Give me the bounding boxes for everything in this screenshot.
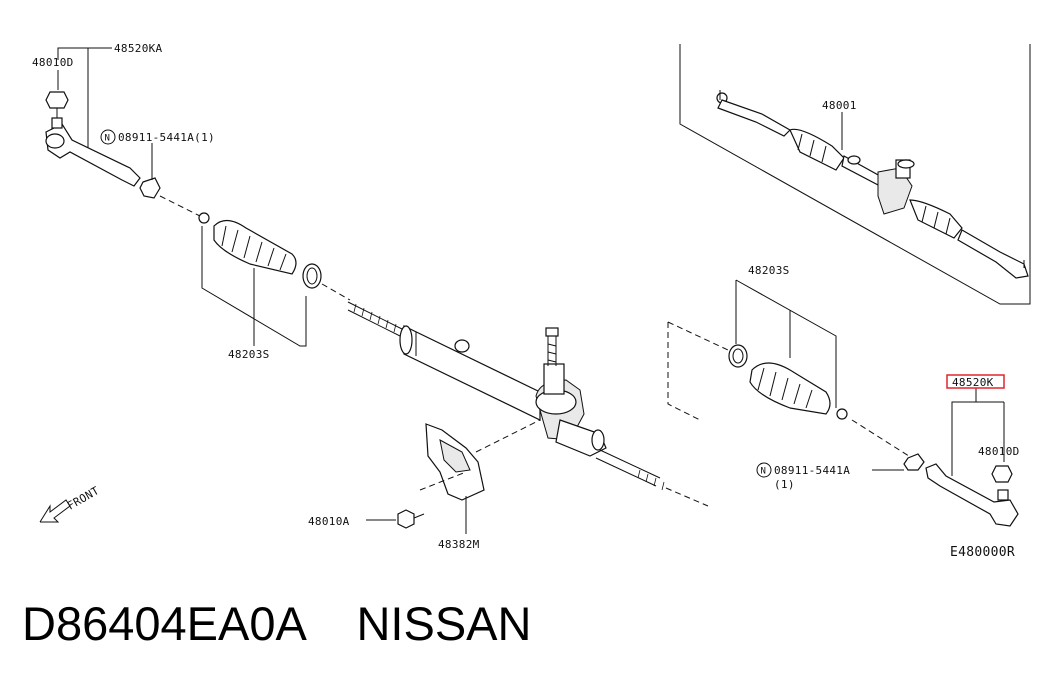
right-boot [667, 279, 848, 421]
label-48520ka: 48520KA [114, 42, 163, 55]
circled-n-right: N [761, 467, 767, 477]
highlight-box-48520k [946, 374, 1005, 389]
right-tie-rod-end [756, 388, 1019, 527]
steering-gear-assy [716, 90, 1029, 279]
label-48010d-left: 48010D [32, 56, 74, 69]
parts-diagram: 48520KA 48010D N 08911-5441A(1) 48203S [32, 42, 1031, 560]
figure-code: E480000R [950, 545, 1015, 560]
label-48203s-left: 48203S [228, 348, 270, 361]
steering-gear-assy-frame [679, 44, 1031, 305]
label-nut-spec-right: 08911-5441A [774, 464, 850, 477]
label-nut-spec-right-qty: (1) [774, 478, 795, 491]
label-48010d-right: 48010D [978, 445, 1020, 458]
label-48382m: 48382M [438, 538, 480, 551]
part-number: D86404EA0A [22, 597, 305, 650]
left-tie-rod-end [45, 47, 161, 199]
caption: D86404EA0A NISSAN [22, 600, 531, 647]
label-48203s-right: 48203S [748, 264, 790, 277]
label-front: FRONT [65, 484, 102, 513]
bolt-48010a [366, 509, 425, 529]
left-boot [198, 212, 322, 347]
label-48001: 48001 [822, 99, 857, 112]
front-arrow [39, 499, 71, 523]
label-nut-spec-left: 08911-5441A(1) [118, 131, 215, 144]
bracket-48382m [419, 419, 541, 534]
steering-rack [347, 301, 665, 491]
label-48010a: 48010A [308, 515, 350, 528]
circled-n-left: N [105, 134, 111, 144]
label-48520k-highlighted: 48520K [952, 376, 994, 389]
brand-name: NISSAN [356, 597, 532, 650]
